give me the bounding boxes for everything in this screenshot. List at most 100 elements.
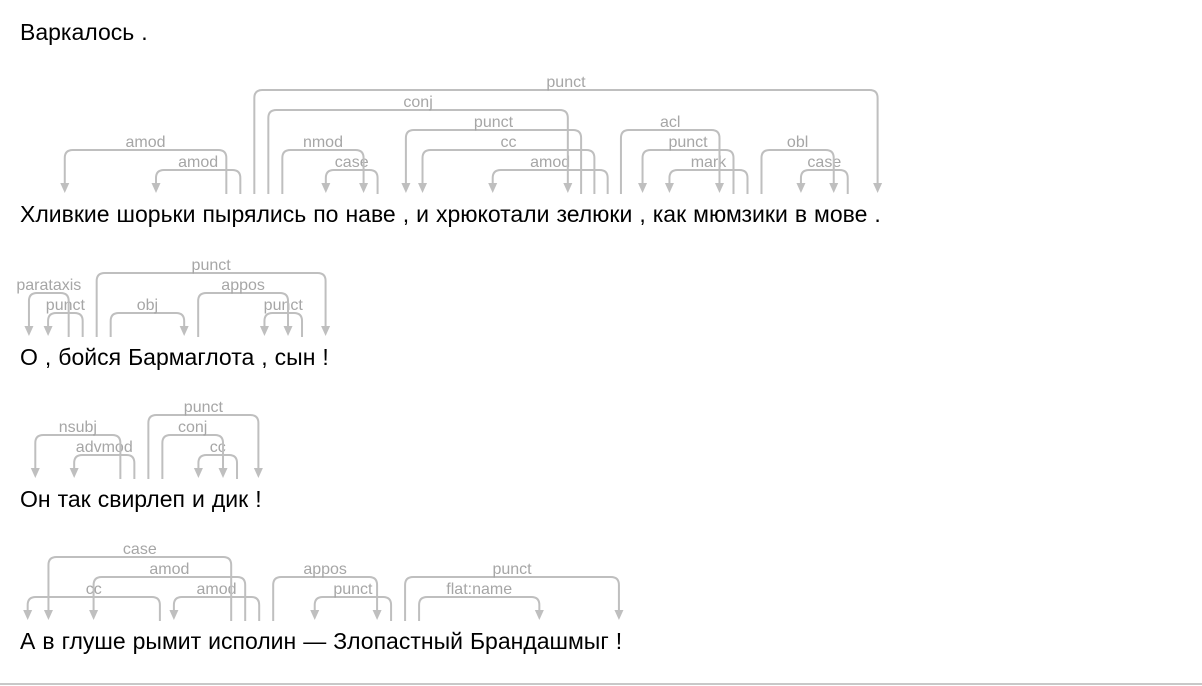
arc-line <box>263 312 304 337</box>
arc-line <box>404 576 620 621</box>
bottom-divider <box>0 683 1202 685</box>
arc-line <box>27 292 70 337</box>
arc-line <box>760 149 835 194</box>
dependency-arc: acl <box>619 114 724 194</box>
token: как <box>653 201 687 227</box>
token: Хливкие <box>20 201 110 227</box>
dependency-arc: punct <box>310 581 393 621</box>
arc-label: punct <box>192 257 232 274</box>
dependency-arc: case <box>43 541 233 621</box>
dependency-arc: punct <box>43 297 86 337</box>
dependency-arc: punct <box>253 74 883 194</box>
dependency-arc: amod <box>89 561 247 621</box>
token: , <box>403 201 409 227</box>
arrow-head-icon <box>151 183 161 193</box>
arc-label: appos <box>221 277 265 294</box>
arrow-head-icon <box>796 183 806 193</box>
arrow-head-icon <box>359 183 369 193</box>
arrow-head-icon <box>714 183 724 193</box>
arc-label: case <box>123 541 157 558</box>
arrow-head-icon <box>829 183 839 193</box>
arc-label: case <box>807 154 841 171</box>
arrow-head-icon <box>321 326 331 336</box>
arrow-head-icon <box>614 610 624 620</box>
dependency-arc: appos <box>197 277 293 337</box>
arc-label: obl <box>787 134 808 151</box>
arc-line <box>491 169 609 194</box>
arrow-head-icon <box>169 610 179 620</box>
arc-label: punct <box>492 561 532 578</box>
dependency-arc: amod <box>169 581 261 621</box>
arc-line <box>92 576 247 621</box>
token: свирлеп <box>98 486 185 512</box>
arc-line <box>172 596 261 621</box>
arc-line <box>281 149 365 194</box>
dependency-arc: punct <box>259 297 304 337</box>
dependency-arc: cc <box>418 134 596 194</box>
token: мове <box>814 201 867 227</box>
token: — <box>303 628 326 654</box>
arc-line <box>197 454 239 479</box>
token: пырялись <box>202 201 306 227</box>
dependency-arc: cc <box>193 439 239 479</box>
arc-label: punct <box>668 134 708 151</box>
token: , <box>639 201 645 227</box>
arc-label: amod <box>197 581 237 598</box>
arc-label: acl <box>660 114 680 131</box>
token: рымит <box>133 628 202 654</box>
token: Злопастный <box>333 628 463 654</box>
arc-label: nsubj <box>59 419 97 436</box>
dependency-arc: appos <box>272 561 382 621</box>
dependency-arc: mark <box>664 154 749 194</box>
dependency-arc: advmod <box>69 439 136 479</box>
token: Он <box>20 486 51 512</box>
arc-label: punct <box>333 581 373 598</box>
arc-line <box>324 169 379 194</box>
arrow-head-icon <box>43 610 53 620</box>
arrow-head-icon <box>218 468 228 478</box>
arrow-head-icon <box>321 183 331 193</box>
dependency-arc: conj <box>161 419 228 479</box>
arrow-head-icon <box>534 610 544 620</box>
dependency-arc: punct <box>95 257 331 337</box>
arrow-head-icon <box>193 468 203 478</box>
arc-label: flat:name <box>446 581 512 598</box>
arc-line <box>272 576 379 621</box>
token: Брандашмыг <box>470 628 609 654</box>
arc-label: punct <box>546 74 586 91</box>
arc-line <box>668 169 749 194</box>
token: А <box>20 628 36 654</box>
token: . <box>874 201 880 227</box>
dependency-arc: punct <box>147 399 263 479</box>
token: и <box>416 201 429 227</box>
arc-label: parataxis <box>16 277 81 294</box>
arc-line <box>47 556 233 621</box>
arrow-head-icon <box>69 468 79 478</box>
arrow-head-icon <box>253 468 263 478</box>
arc-line <box>641 149 735 194</box>
token: Варкалось <box>20 19 134 45</box>
arc-label: cc <box>210 439 226 456</box>
arc-line <box>619 129 721 194</box>
token: . <box>141 19 147 45</box>
sentence-0: Варкалось. <box>20 19 148 45</box>
arc-label: obj <box>137 297 158 314</box>
arrow-head-icon <box>24 326 34 336</box>
dependency-arc: punct <box>638 134 735 194</box>
dependency-arc: obl <box>760 134 839 194</box>
arc-label: conj <box>403 94 432 111</box>
arc-line <box>47 312 84 337</box>
arc-label: amod <box>149 561 189 578</box>
arc-label: amod <box>530 154 570 171</box>
token: глуше <box>62 628 126 654</box>
dependency-arc: case <box>321 154 379 194</box>
arc-label: amod <box>126 134 166 151</box>
token: Бармаглота <box>128 344 254 370</box>
arrow-head-icon <box>664 183 674 193</box>
dependency-arc: case <box>796 154 849 194</box>
token: зелюки <box>556 201 632 227</box>
